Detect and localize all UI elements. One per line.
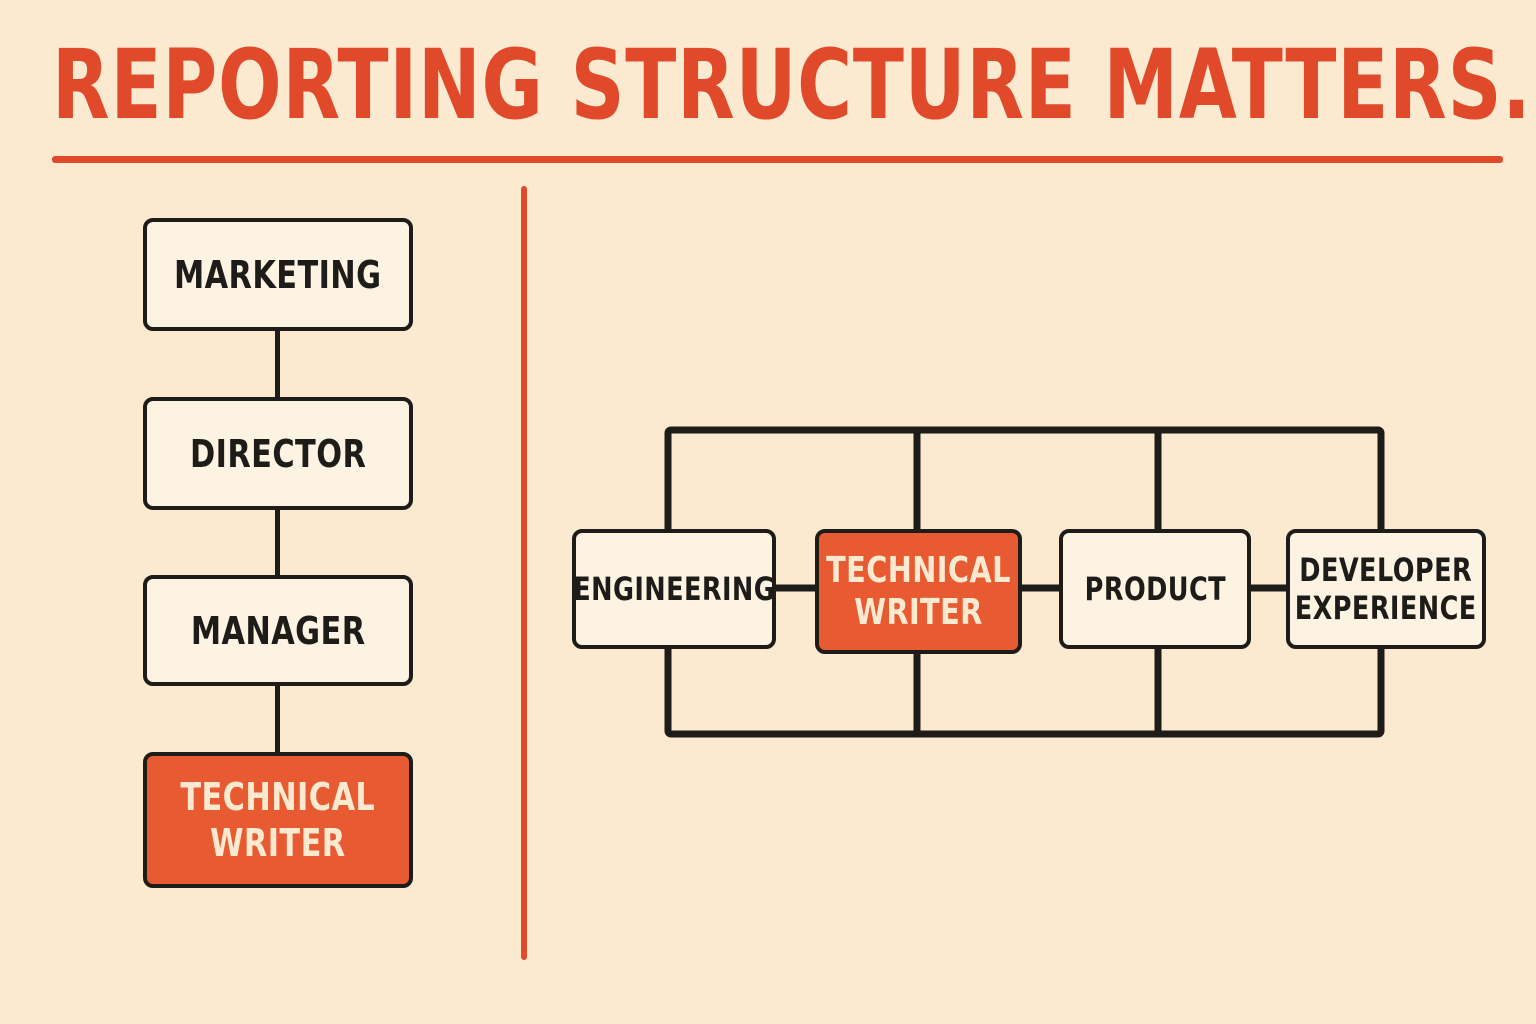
- connector-manager-writer: [275, 684, 280, 754]
- node-technical-writer-hierarchy: TECHNICAL WRITER: [143, 752, 413, 888]
- node-product-label: PRODUCT: [1084, 570, 1226, 608]
- node-manager: MANAGER: [143, 575, 413, 686]
- node-marketing-label: MARKETING: [174, 252, 382, 297]
- node-director-label: DIRECTOR: [189, 431, 367, 476]
- node-director: DIRECTOR: [143, 397, 413, 510]
- node-product: PRODUCT: [1059, 529, 1251, 649]
- node-manager-label: MANAGER: [190, 608, 366, 653]
- node-technical-writer-hierarchy-label: TECHNICAL WRITER: [180, 775, 376, 865]
- node-engineering: ENGINEERING: [572, 529, 776, 649]
- connector-director-manager: [275, 508, 280, 578]
- node-developer-experience-label: DEVELOPER EXPERIENCE: [1295, 551, 1477, 627]
- node-developer-experience: DEVELOPER EXPERIENCE: [1286, 529, 1486, 649]
- connector-marketing-director: [275, 328, 280, 400]
- center-divider: [521, 186, 527, 960]
- title-underline: [52, 156, 1503, 163]
- node-technical-writer-network: TECHNICAL WRITER: [815, 529, 1022, 654]
- node-technical-writer-network-label: TECHNICAL WRITER: [826, 549, 1011, 633]
- node-engineering-label: ENGINEERING: [573, 570, 775, 608]
- node-marketing: MARKETING: [143, 218, 413, 331]
